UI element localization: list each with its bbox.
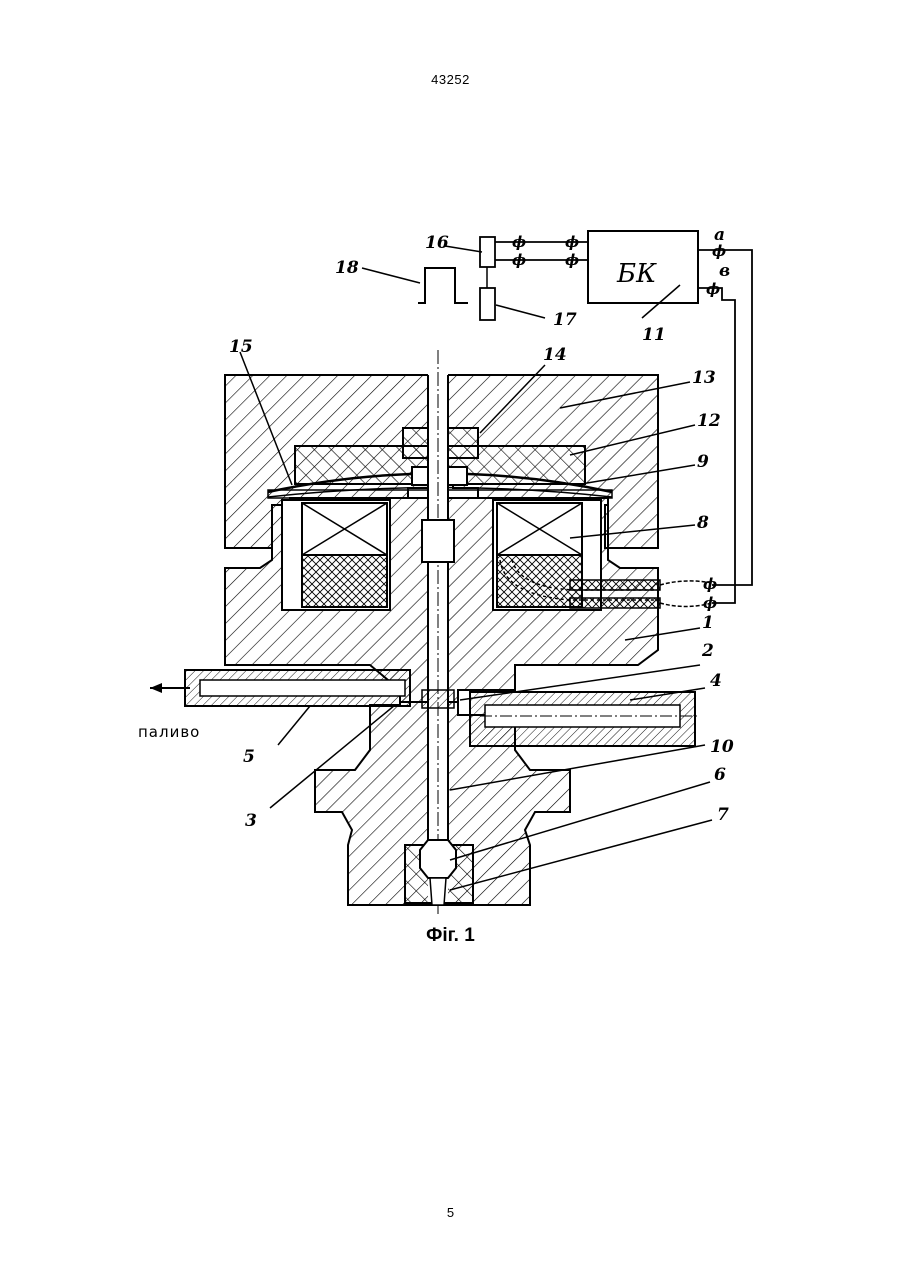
part-label-7: 7 (717, 805, 729, 825)
terminal-symbol: ϕ (565, 233, 579, 251)
block-label: БК (616, 259, 657, 289)
part-label-3: 3 (245, 811, 257, 831)
terminal-b-label: в (719, 261, 730, 281)
part-label-10: 10 (710, 737, 734, 757)
terminal-symbol: ϕ (565, 251, 579, 269)
part-label-12: 12 (697, 411, 721, 431)
part-label-14: 14 (543, 345, 567, 365)
coil-left (302, 503, 387, 607)
part-label-11: 11 (642, 325, 666, 345)
part-label-17: 17 (553, 310, 577, 330)
part-label-15: 15 (229, 337, 253, 357)
sensor-16-17: ϕ ϕ ϕ ϕ (480, 233, 588, 320)
terminal-symbol: ϕ (512, 233, 526, 251)
part-label-8: 8 (696, 513, 709, 533)
pulse-18 (418, 268, 468, 303)
part-label-18: 18 (335, 258, 359, 278)
inlet-pipe-4 (470, 692, 700, 746)
figure-caption: Фіг. 1 (0, 925, 901, 947)
fuel-label: паливо (138, 723, 200, 741)
terminal-symbol: ϕ (703, 594, 717, 612)
outlet-pipe-5 (150, 670, 410, 706)
part-label-9: 9 (697, 452, 709, 472)
part-label-1: 1 (702, 613, 714, 633)
terminal-symbol: ϕ (703, 575, 717, 593)
part-label-2: 2 (701, 641, 714, 661)
part-label-4: 4 (710, 671, 722, 691)
part-label-13: 13 (692, 368, 716, 388)
terminal-symbol: ϕ (706, 280, 720, 298)
part-label-6: 6 (714, 765, 726, 785)
terminal-a-label: а (714, 225, 725, 245)
page-number: 5 (0, 1205, 901, 1220)
part-label-16: 16 (425, 233, 449, 253)
coil-right (497, 503, 582, 607)
terminal-symbol: ϕ (512, 251, 526, 269)
part-label-5: 5 (243, 747, 255, 767)
